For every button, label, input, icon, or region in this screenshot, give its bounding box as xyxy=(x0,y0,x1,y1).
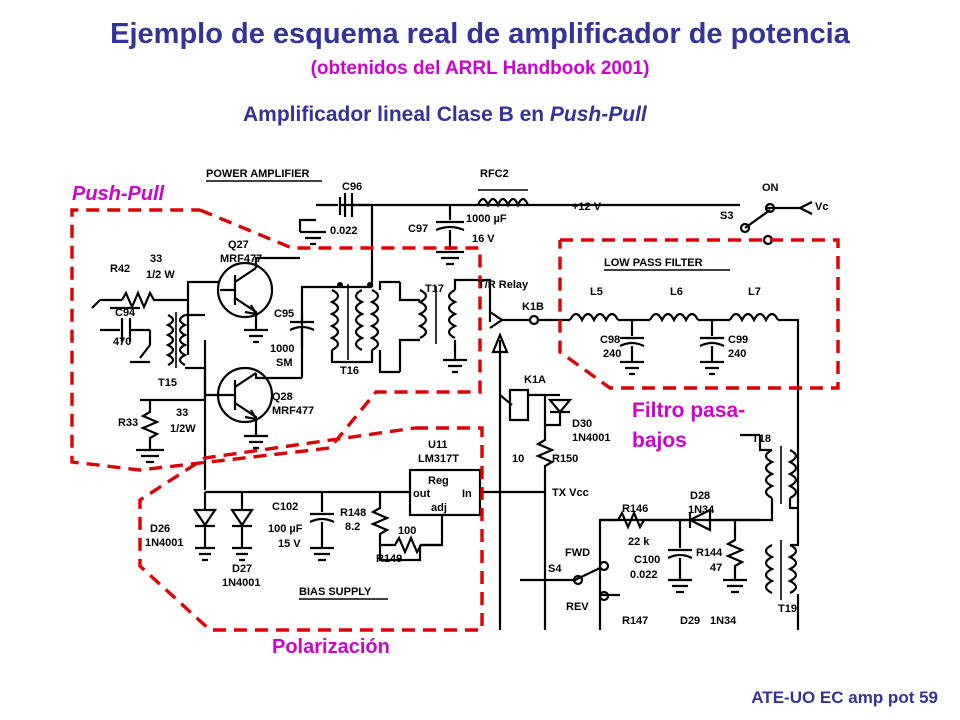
block-label-power-amplifier: POWER AMPLIFIER xyxy=(206,168,310,180)
push-pull-label: Push-Pull xyxy=(72,183,165,205)
label-s4: S4 xyxy=(548,563,562,575)
label-rev: REV xyxy=(566,601,589,613)
label-c98-value: 240 xyxy=(603,348,621,360)
label-r144: R144 xyxy=(696,547,723,559)
label-r149-value: 100 xyxy=(398,525,416,537)
label-r148: R148 xyxy=(340,507,366,519)
label-on: ON xyxy=(762,182,779,194)
label-r33-power: 1/2W xyxy=(170,423,196,435)
bias-supply-region-outline xyxy=(138,426,484,632)
block-label-bias-supply: BIAS SUPPLY xyxy=(299,586,372,598)
label-q28-type: MRF477 xyxy=(272,405,314,417)
label-c97-value: 1000 µF xyxy=(466,213,507,225)
label-reg-adj: adj xyxy=(431,502,447,514)
label-c95-value: 1000 xyxy=(270,343,294,355)
label-k1b: K1B xyxy=(522,301,544,313)
label-r33: R33 xyxy=(118,417,138,429)
label-t19: T19 xyxy=(778,603,797,615)
label-d26-type: 1N4001 xyxy=(145,537,184,549)
label-r42-power: 1/2 W xyxy=(146,269,175,281)
label-vc: Vc xyxy=(815,201,828,213)
label-c94: C94 xyxy=(115,307,136,319)
label-c97-voltage: 16 V xyxy=(472,233,495,245)
low-pass-filter-label-line2: bajos xyxy=(632,429,687,452)
label-l5: L5 xyxy=(590,286,603,298)
label-reg: Reg xyxy=(428,475,449,487)
label-tx-vcc: TX Vcc xyxy=(552,487,589,499)
label-d28b: D28 xyxy=(690,490,710,502)
label-r150-value: 10 xyxy=(512,453,524,465)
label-c98: C98 xyxy=(600,334,620,346)
label-c100-value: 0.022 xyxy=(630,569,658,581)
label-c102: C102 xyxy=(272,501,298,513)
label-r147: R147 xyxy=(622,615,648,627)
label-c99-value: 240 xyxy=(728,348,746,360)
label-t15: T15 xyxy=(158,377,177,389)
schematic-wiring xyxy=(91,189,813,630)
label-d29: D29 xyxy=(680,615,700,627)
low-pass-filter-label: Filtro pasa- bajos xyxy=(632,396,745,456)
label-rfc2: RFC2 xyxy=(480,168,509,180)
label-c100: C100 xyxy=(634,554,660,566)
component-labels: C96 0.022 RFC2 +12 V ON Vc S3 C97 1000 µ… xyxy=(110,168,828,627)
label-c95-type: SM xyxy=(276,357,293,369)
label-c94-value: 470 xyxy=(113,336,131,348)
label-r144-value: 47 xyxy=(710,562,722,574)
label-u11: U11 xyxy=(428,439,448,451)
label-l6: L6 xyxy=(670,286,683,298)
label-plus-12v: +12 V xyxy=(572,201,602,213)
label-r146: R146 xyxy=(622,503,648,515)
label-c99: C99 xyxy=(728,334,748,346)
block-label-low-pass-filter: LOW PASS FILTER xyxy=(604,257,703,269)
label-s3: S3 xyxy=(720,210,733,222)
label-d29-type: 1N34 xyxy=(710,615,737,627)
label-c96-value: 0.022 xyxy=(330,225,358,237)
bias-supply-label: Polarización xyxy=(272,636,390,658)
heading-prefix: Amplificador lineal Clase B en xyxy=(243,103,550,126)
label-c95: C95 xyxy=(274,308,294,320)
label-l7: L7 xyxy=(748,286,761,298)
label-t18: T18 xyxy=(752,433,771,445)
push-pull-region-outline xyxy=(70,208,482,472)
label-d30-type: 1N4001 xyxy=(572,432,611,444)
label-c97: C97 xyxy=(408,223,428,235)
label-d27-type: 1N4001 xyxy=(222,577,261,589)
label-c102-value: 100 µF xyxy=(268,523,303,535)
label-r33-value: 33 xyxy=(176,407,188,419)
label-u11-type: LM317T xyxy=(418,453,459,465)
label-reg-in: In xyxy=(462,488,472,500)
label-r42-value: 33 xyxy=(150,253,162,265)
schematic-heading: Amplificador lineal Clase B en Push-Pull xyxy=(243,103,647,127)
label-c96: C96 xyxy=(342,181,362,193)
label-d27: D27 xyxy=(232,563,252,575)
label-t16: T16 xyxy=(340,365,359,377)
label-q27-type: MRF477 xyxy=(220,253,262,265)
label-d28b-type: 1N34 xyxy=(688,504,715,516)
label-d30: D30 xyxy=(572,418,592,430)
heading-emphasis: Push-Pull xyxy=(549,103,647,126)
low-pass-filter-label-line1: Filtro pasa- xyxy=(632,399,746,422)
label-d26: D26 xyxy=(150,523,170,535)
label-reg-out: out xyxy=(413,488,430,500)
label-k1a: K1A xyxy=(524,374,546,386)
label-fwd: FWD xyxy=(565,547,590,559)
label-r42: R42 xyxy=(110,263,130,275)
label-tr-relay: T/R Relay xyxy=(478,279,529,291)
slide-title: Ejemplo de esquema real de amplificador … xyxy=(110,18,850,50)
label-t17: T17 xyxy=(425,283,444,295)
label-q27: Q27 xyxy=(228,239,249,251)
slide-footer: ATE-UO EC amp pot 59 xyxy=(751,688,938,707)
label-c102-voltage: 15 V xyxy=(278,538,301,550)
slide-subtitle: (obtenidos del ARRL Handbook 2001) xyxy=(310,58,650,79)
label-r150: R150 xyxy=(552,453,578,465)
label-q28: Q28 xyxy=(272,391,293,403)
label-r146-value: 22 k xyxy=(628,536,650,548)
label-r149: R149 xyxy=(376,553,402,565)
low-pass-filter-region-outline xyxy=(558,238,840,390)
label-r148-value: 8.2 xyxy=(345,521,360,533)
